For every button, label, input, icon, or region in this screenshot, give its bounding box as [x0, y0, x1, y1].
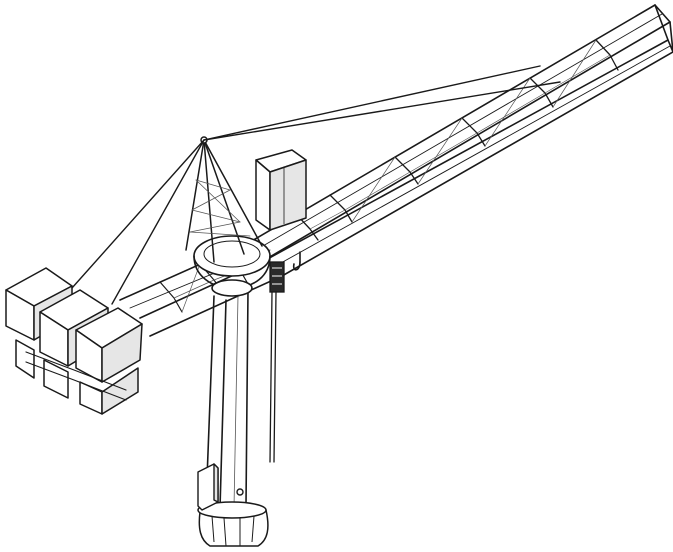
- hoist-rope: [269, 291, 277, 463]
- counterweight-blocks: [5, 267, 143, 415]
- jib: [249, 4, 673, 277]
- hook: [292, 251, 301, 271]
- mast-base: [197, 501, 269, 547]
- pendant-ropes: [71, 65, 561, 305]
- trolley: [269, 261, 285, 293]
- operator-cab: [255, 149, 307, 231]
- cat-head: [185, 136, 263, 263]
- electrical-box: [197, 463, 244, 511]
